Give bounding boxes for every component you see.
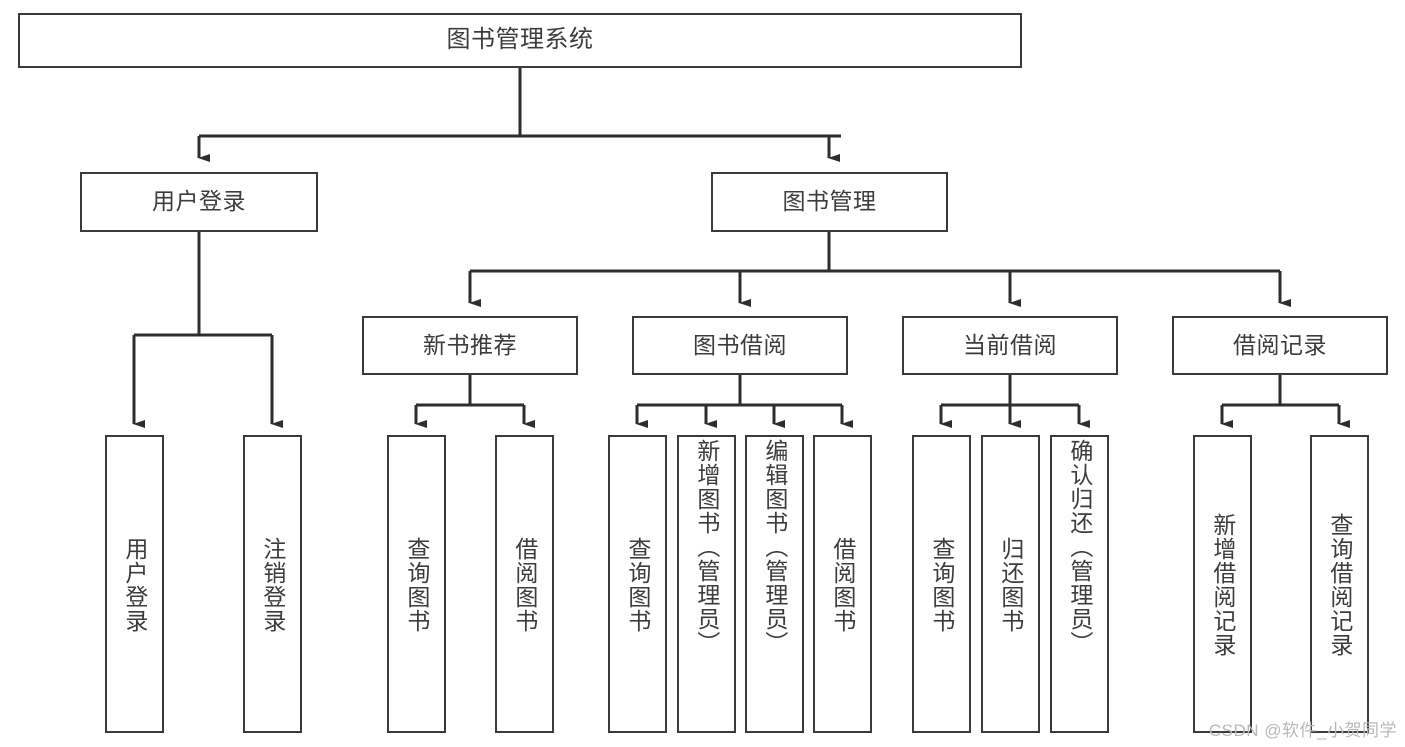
- node-label: 图书借阅: [693, 331, 787, 358]
- node-current-borrow[interactable]: 当前借阅: [902, 316, 1118, 375]
- leaf-label: 查询图书: [403, 537, 430, 633]
- edges-userlogin-to-leaves: [132, 232, 283, 428]
- node-root-book-management-system[interactable]: 图书管理系统: [18, 13, 1022, 68]
- leaf-book-borrow-edit-book-admin[interactable]: 编辑图书（管理员）: [745, 435, 804, 733]
- node-label: 用户登录: [152, 188, 246, 215]
- node-label: 图书管理: [782, 188, 877, 215]
- node-label: 新书推荐: [423, 331, 517, 358]
- leaf-label: 借阅图书: [511, 537, 538, 633]
- node-borrow-record[interactable]: 借阅记录: [1172, 316, 1388, 375]
- node-label: 当前借阅: [963, 331, 1057, 358]
- node-user-login[interactable]: 用户登录: [80, 172, 318, 232]
- leaf-borrow-record-query-record[interactable]: 查询借阅记录: [1310, 435, 1369, 733]
- leaf-current-borrow-return-books[interactable]: 归还图书: [981, 435, 1040, 733]
- leaf-new-book-query-books[interactable]: 查询图书: [387, 435, 446, 733]
- leaf-label: 注销登录: [259, 537, 286, 633]
- leaf-label: 新增借阅记录: [1209, 513, 1236, 657]
- edges-root-to-level2: [197, 68, 841, 162]
- edges-currentborrow-to-leaves: [939, 375, 1090, 428]
- leaf-label: 查询借阅记录: [1326, 513, 1353, 657]
- node-book-management[interactable]: 图书管理: [711, 172, 948, 232]
- leaf-label: 借阅图书: [829, 537, 856, 633]
- leaf-book-borrow-query-books[interactable]: 查询图书: [608, 435, 667, 733]
- leaf-book-borrow-add-book-admin[interactable]: 新增图书（管理员）: [677, 435, 736, 733]
- leaf-label: 编辑图书（管理员）: [761, 439, 788, 655]
- leaf-label: 归还图书: [997, 537, 1024, 633]
- leaf-user-login-logout[interactable]: 注销登录: [243, 435, 302, 733]
- leaf-book-borrow-borrow-books[interactable]: 借阅图书: [813, 435, 872, 733]
- edges-booksmgmt-to-level3: [468, 232, 1291, 307]
- leaf-current-borrow-confirm-return-admin[interactable]: 确认归还（管理员）: [1050, 435, 1109, 733]
- edges-bookborrow-to-leaves: [635, 375, 853, 428]
- node-new-book-recommend[interactable]: 新书推荐: [362, 316, 578, 375]
- node-book-borrow[interactable]: 图书借阅: [632, 316, 848, 375]
- leaf-current-borrow-query-books[interactable]: 查询图书: [912, 435, 971, 733]
- node-label: 图书管理系统: [446, 26, 594, 54]
- leaf-user-login-login[interactable]: 用户登录: [105, 435, 164, 733]
- leaf-label: 确认归还（管理员）: [1066, 439, 1093, 655]
- leaf-label: 用户登录: [121, 537, 148, 633]
- edges-newbook-to-leaves: [414, 375, 535, 428]
- leaf-label: 查询图书: [624, 537, 651, 633]
- edges-borrowrecord-to-leaves: [1220, 375, 1350, 428]
- leaf-label: 查询图书: [928, 537, 955, 633]
- leaf-new-book-borrow-books[interactable]: 借阅图书: [495, 435, 554, 733]
- node-label: 借阅记录: [1233, 331, 1327, 358]
- leaf-label: 新增图书（管理员）: [693, 439, 720, 655]
- leaf-borrow-record-add-record[interactable]: 新增借阅记录: [1193, 435, 1252, 733]
